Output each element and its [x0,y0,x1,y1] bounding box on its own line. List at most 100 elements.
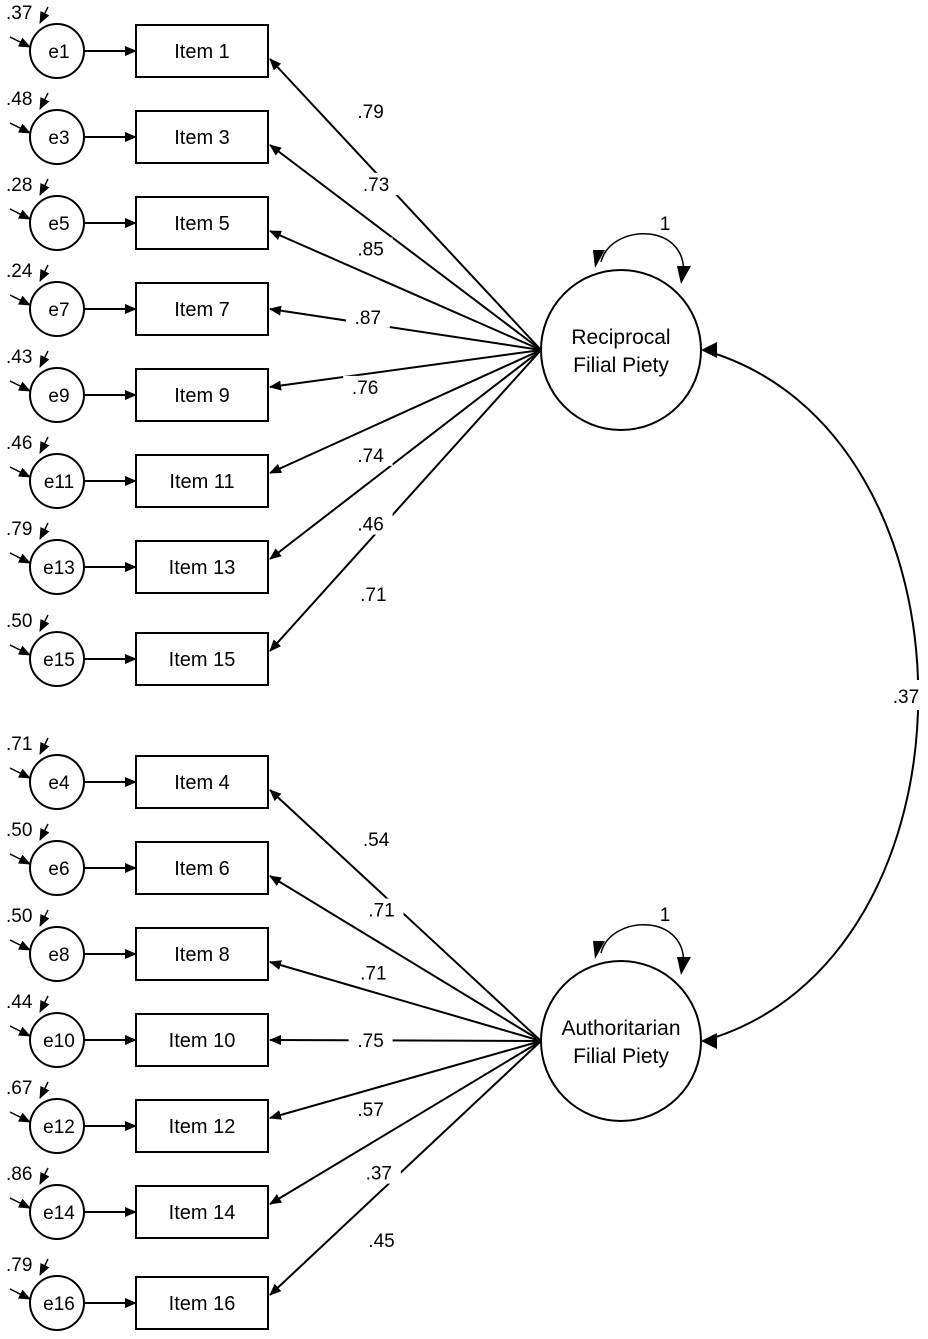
loading-label-bg [348,237,393,260]
loading-label: .71 [360,585,386,606]
loading-arrow [269,349,542,560]
error-label: e13 [43,558,75,579]
error-variance-arrow [39,823,50,841]
error-circle [29,631,85,687]
loading-label: .57 [357,1100,383,1121]
item-label: Item 10 [169,1030,236,1052]
factor-label-line2: Filial Piety [573,354,669,377]
loading-arrow [269,1040,542,1296]
loading-arrow [269,1040,542,1120]
correlation-arrowhead-top [701,342,717,358]
factor-variance-arrowhead-left [593,250,605,268]
error-label: e11 [44,472,74,493]
error-left-arrow [9,1111,31,1123]
error-circle [29,1098,85,1154]
error-variance-arrow [39,92,50,110]
error-label: e12 [43,1117,75,1138]
error-variance-label: .24 [6,261,33,282]
error-circle [29,754,85,810]
factor-variance-arrowhead-right [677,266,691,284]
item-label: Item 3 [174,127,230,149]
error-variance-arrow [39,1081,50,1099]
error-variance-arrow [39,264,50,282]
error-circle [29,1275,85,1331]
error-left-arrow [9,644,31,656]
loading-label-bg [345,305,390,328]
loading-label: .54 [363,830,390,851]
loading-label-bg [359,1229,404,1252]
error-variance-arrow [39,522,50,540]
error-variance-arrow [39,995,50,1013]
item-label: Item 9 [174,385,230,407]
error-label: e15 [43,650,75,671]
loading-arrow [269,144,542,351]
factor-circle [540,960,702,1122]
error-variance-arrow [39,350,50,368]
item-label: Item 15 [169,649,236,671]
error-circle [29,926,85,982]
loading-label: .76 [352,378,378,399]
item-box [135,110,269,164]
loading-label: .71 [368,901,394,922]
error-label: e4 [48,773,70,794]
loading-arrow [269,875,542,1042]
loading-arrow [269,349,542,652]
error-variance-arrow [39,1258,50,1276]
error-variance-label: .46 [6,433,32,454]
error-circle [29,453,85,509]
item-label: Item 16 [169,1293,236,1315]
item-label: Item 13 [169,557,236,579]
error-circle [29,367,85,423]
factor-variance-arrowhead-left [593,941,605,959]
loading-arrow [269,58,542,351]
loading-label-bg [354,827,399,850]
loading-label-bg [351,583,396,606]
error-circle [29,1012,85,1068]
item-label: Item 11 [169,471,234,493]
factor-variance-arrowhead-right [677,957,691,975]
error-label: e8 [48,945,69,966]
error-variance-label: .79 [6,519,32,540]
loading-label: .74 [357,446,384,467]
error-variance-arrow [39,436,50,454]
error-circle [29,23,85,79]
item-box [135,282,269,336]
item-box [135,755,269,809]
item-box [135,1099,269,1153]
item-box [135,1013,269,1067]
error-left-arrow [9,1288,31,1300]
item-box [135,196,269,250]
error-variance-label: .79 [6,1255,32,1276]
error-left-arrow [9,36,31,48]
item-box [135,24,269,78]
loading-arrow [269,349,542,391]
item-label: Item 8 [174,944,230,966]
item-label: Item 1 [174,41,230,63]
error-circle [29,195,85,251]
error-left-arrow [9,1025,31,1037]
error-variance-arrow [39,1167,50,1185]
item-box [135,1185,269,1239]
error-variance-label: .28 [6,175,32,196]
error-left-arrow [9,939,31,951]
error-label: e10 [43,1031,75,1052]
error-variance-label: .43 [6,347,32,368]
item-label: Item 12 [169,1116,236,1138]
loading-label-bg [348,1098,393,1120]
factor-variance-loop [600,233,685,279]
error-variance-label: .67 [6,1078,32,1099]
factor-variance-label: 1 [660,905,671,926]
loading-arrow [269,789,542,1042]
error-variance-arrow [39,6,50,24]
item-box [135,368,269,422]
error-left-arrow [9,122,31,134]
factor-variance-bg [656,905,674,925]
error-variance-label: .71 [6,734,32,755]
loading-arrow [269,305,542,351]
error-variance-label: .44 [6,992,33,1013]
error-left-arrow [9,552,31,564]
error-label: e16 [43,1294,75,1315]
error-label: e5 [48,214,69,235]
item-box [135,632,269,686]
item-label: Item 6 [174,858,230,880]
